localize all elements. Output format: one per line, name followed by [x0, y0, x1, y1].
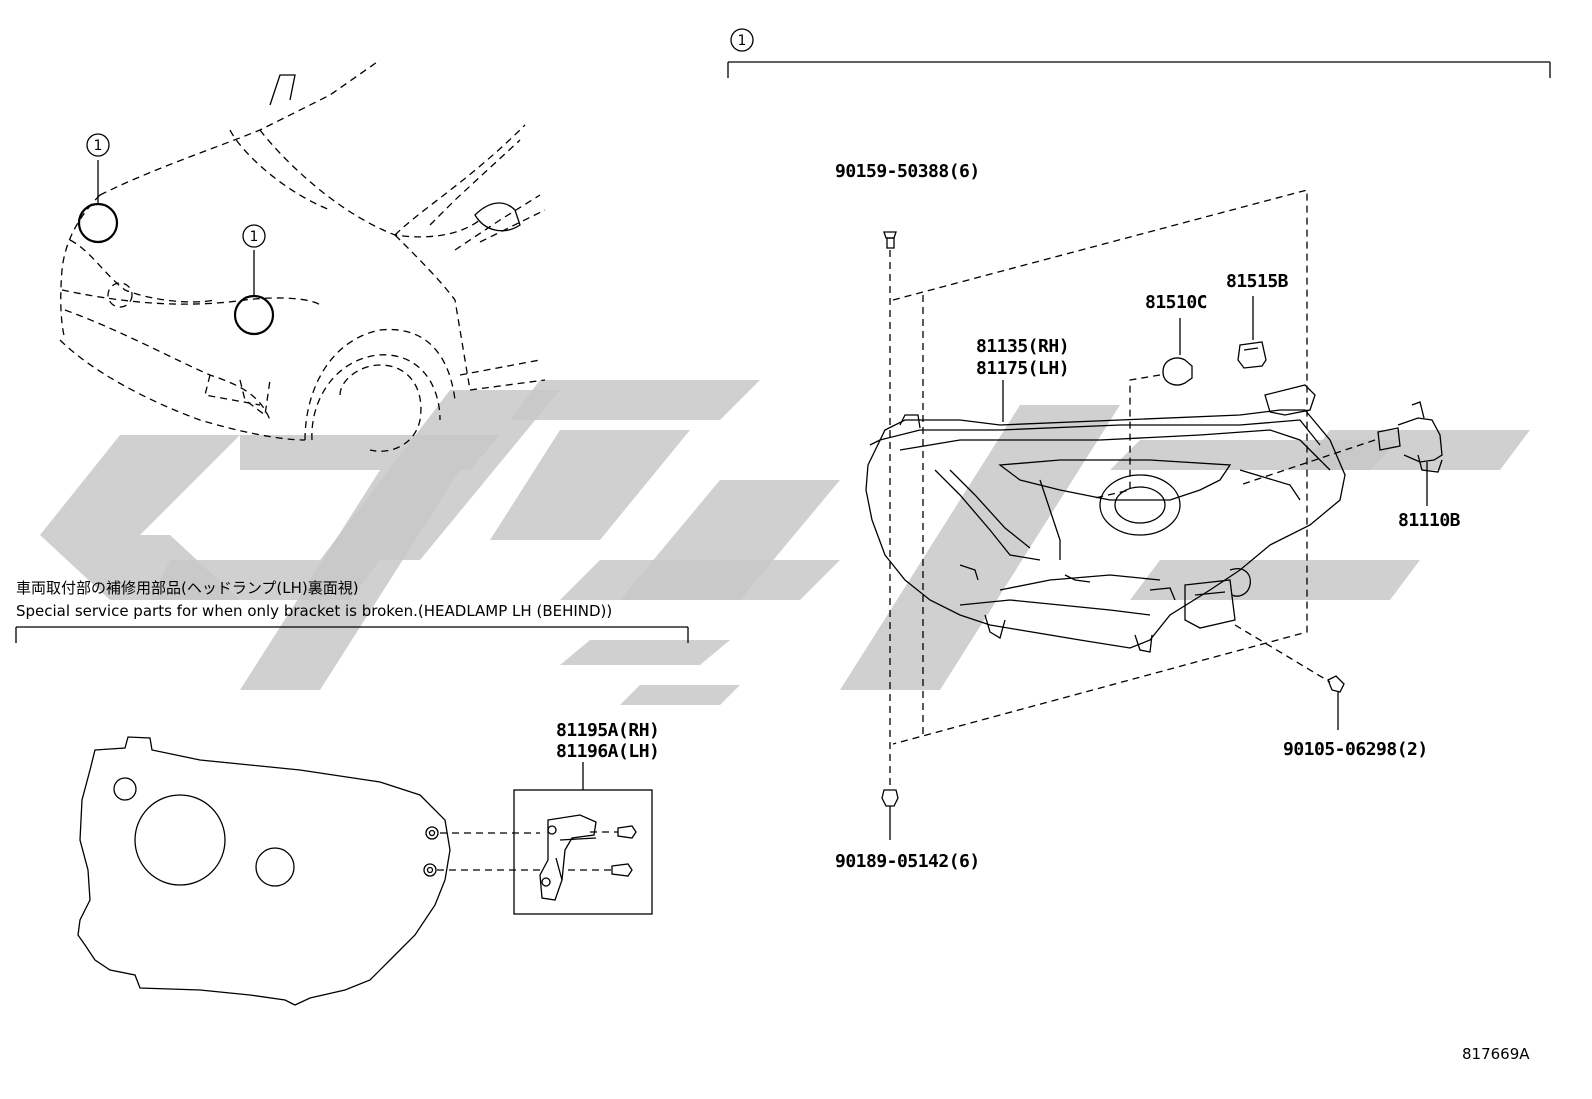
part-label-socket-81515b: 81515B	[1226, 271, 1289, 292]
vehicle-front-illustration	[59, 59, 546, 452]
bolt-top-part: 90159-50388(6)	[835, 161, 980, 790]
screw-right-part: 90105-06298(2)	[1234, 624, 1428, 760]
headlamp-body	[865, 384, 1346, 653]
callout-left-headlamp: 1	[77, 133, 119, 244]
part-label-nut-bottom: 90189-05142(6)	[835, 851, 980, 872]
service-note-english: Special service parts for when only brac…	[16, 602, 612, 620]
service-note-japanese: 車両取付部の補修用部品(ヘッドランプ(LH)裏面視)	[16, 579, 359, 597]
bulb-81510c-part: 81510C	[1094, 292, 1208, 499]
service-note-section: 車両取付部の補修用部品(ヘッドランプ(LH)裏面視) Special servi…	[15, 579, 689, 643]
reference-code: 817669A	[1462, 1045, 1530, 1063]
headlamp-rear-view	[77, 736, 540, 1006]
svg-text:1: 1	[250, 229, 259, 245]
part-label-bracket-lh: 81196A(LH)	[556, 741, 659, 762]
part-label-bracket-rh: 81195A(RH)	[556, 720, 659, 741]
part-label-bulb-81110b: 81110B	[1398, 510, 1461, 531]
callout-right-headlamp: 1	[233, 224, 275, 336]
part-label-screw-right: 90105-06298(2)	[1283, 739, 1428, 760]
socket-81515b-part: 81515B	[1226, 271, 1289, 369]
bulb-81110b-part: 81110B	[1239, 401, 1461, 531]
part-label-bulb-81510c: 81510C	[1145, 292, 1207, 313]
part-label-headlamp-lh: 81175(LH)	[976, 358, 1069, 379]
assembly-bracket: 1	[727, 28, 1551, 78]
part-label-bolt-top: 90159-50388(6)	[835, 161, 980, 182]
svg-text:1: 1	[94, 138, 103, 154]
bracket-part: 81195A(RH) 81196A(LH)	[513, 720, 660, 915]
watermark-logo	[40, 380, 1530, 705]
svg-text:1: 1	[738, 33, 747, 49]
part-label-headlamp-rh: 81135(RH)	[976, 336, 1069, 357]
headlamp-unit-part: 81135(RH) 81175(LH)	[976, 336, 1070, 422]
nut-bottom-part: 90189-05142(6)	[835, 789, 980, 872]
